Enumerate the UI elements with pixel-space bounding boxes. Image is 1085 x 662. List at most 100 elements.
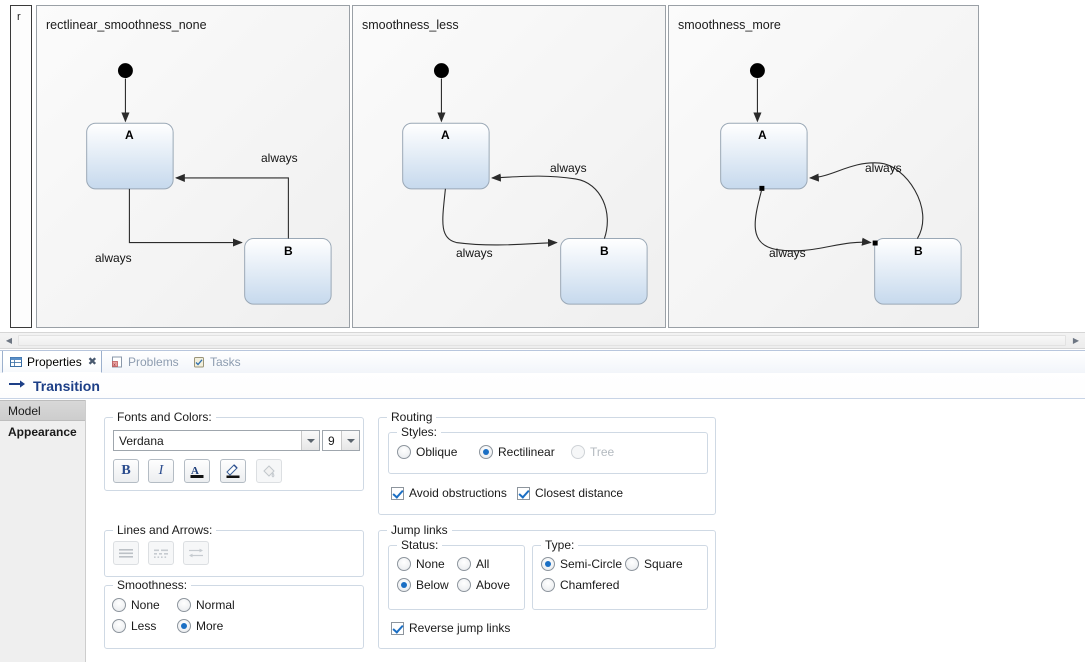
jump-type-radio-chamfered[interactable]: Chamfered bbox=[541, 578, 619, 592]
line-color-button[interactable] bbox=[220, 459, 246, 483]
state-label-b: B bbox=[284, 244, 293, 258]
smoothness-legend: Smoothness: bbox=[113, 578, 191, 592]
jump-type-radio-semi-circle[interactable]: Semi-Circle bbox=[541, 557, 622, 571]
solid-lines-icon bbox=[117, 546, 135, 560]
scroll-left-arrow-icon[interactable]: ◀ bbox=[1, 333, 17, 348]
jump-links-status-legend: Status: bbox=[397, 538, 442, 552]
radio-indicator[interactable] bbox=[541, 557, 555, 571]
checkbox-indicator[interactable] bbox=[517, 487, 530, 500]
font-name-combo[interactable]: Verdana bbox=[113, 430, 320, 451]
jump-status-radio-none[interactable]: None bbox=[397, 557, 445, 571]
chevron-down-icon[interactable] bbox=[341, 431, 359, 450]
close-icon[interactable]: ✖ bbox=[88, 355, 97, 368]
smoothness-radio-more[interactable]: More bbox=[177, 619, 223, 633]
tab-properties-label: Properties bbox=[27, 355, 82, 369]
line-style-solid-button bbox=[113, 541, 139, 565]
radio-indicator[interactable] bbox=[457, 557, 471, 571]
radio-indicator[interactable] bbox=[177, 619, 191, 633]
jump-status-radio-above[interactable]: Above bbox=[457, 578, 510, 592]
jump-status-radio-below[interactable]: Below bbox=[397, 578, 449, 592]
smoothness-radio-less[interactable]: Less bbox=[112, 619, 156, 633]
diagram-editor-area: r rectlinear_smoothness_none bbox=[0, 0, 1085, 332]
smoothness-radio-none[interactable]: None bbox=[112, 598, 160, 612]
routing-oblique-label: Oblique bbox=[416, 445, 457, 459]
collapsed-side-panel[interactable]: r bbox=[10, 5, 32, 328]
pen-icon bbox=[224, 462, 242, 480]
jump-type-semi-circle-label: Semi-Circle bbox=[560, 557, 622, 571]
routing-radio-oblique[interactable]: Oblique bbox=[397, 445, 457, 459]
radio-indicator[interactable] bbox=[457, 578, 471, 592]
chevron-down-icon[interactable] bbox=[301, 431, 319, 450]
arrow-style-button bbox=[183, 541, 209, 565]
smoothness-normal-label: Normal bbox=[196, 598, 235, 612]
closest-distance-checkbox[interactable]: Closest distance bbox=[517, 486, 623, 500]
properties-content-pane: Fonts and Colors: Verdana 9 B I bbox=[86, 400, 1085, 662]
radio-indicator[interactable] bbox=[177, 598, 191, 612]
routing-group: Routing Styles: Oblique Rectilinear Tree bbox=[378, 417, 716, 515]
transition-label-a-to-b: always bbox=[456, 246, 493, 260]
transition-label-b-to-a: always bbox=[550, 161, 587, 175]
bold-button[interactable]: B bbox=[113, 459, 139, 483]
tab-problems[interactable]: x Problems bbox=[104, 351, 182, 373]
editor-horizontal-scrollbar[interactable]: ◀ ▶ bbox=[0, 332, 1085, 349]
fonts-and-colors-legend: Fonts and Colors: bbox=[113, 410, 216, 424]
font-color-icon: A bbox=[188, 462, 206, 480]
radio-indicator[interactable] bbox=[397, 557, 411, 571]
radio-indicator[interactable] bbox=[479, 445, 493, 459]
scrollbar-thumb[interactable] bbox=[18, 335, 1066, 346]
radio-indicator[interactable] bbox=[541, 578, 555, 592]
tab-problems-label: Problems bbox=[128, 355, 179, 369]
checkbox-indicator[interactable] bbox=[391, 622, 404, 635]
checkbox-indicator[interactable] bbox=[391, 487, 404, 500]
jump-type-square-label: Square bbox=[644, 557, 683, 571]
transition-label-a-to-b: always bbox=[95, 251, 132, 265]
scroll-right-arrow-icon[interactable]: ▶ bbox=[1068, 333, 1084, 348]
routing-styles-legend: Styles: bbox=[397, 425, 441, 439]
reverse-jump-links-checkbox[interactable]: Reverse jump links bbox=[391, 621, 510, 635]
arrows-icon bbox=[186, 546, 206, 560]
fill-color-button bbox=[256, 459, 282, 483]
diagram-panel-smoothness-less[interactable]: smoothness_less bbox=[352, 5, 666, 328]
avoid-obstructions-label: Avoid obstructions bbox=[409, 486, 507, 500]
properties-tab-model-label: Model bbox=[8, 404, 41, 418]
smoothness-less-label: Less bbox=[131, 619, 156, 633]
view-tabbar: Properties ✖ x Problems bbox=[0, 351, 1085, 374]
radio-indicator bbox=[571, 445, 585, 459]
routing-tree-label: Tree bbox=[590, 445, 614, 459]
jump-status-all-label: All bbox=[476, 557, 489, 571]
radio-indicator[interactable] bbox=[112, 598, 126, 612]
transition-arrow-icon bbox=[8, 378, 26, 393]
routing-legend: Routing bbox=[387, 410, 436, 424]
tab-tasks[interactable]: Tasks bbox=[186, 351, 250, 373]
properties-tab-appearance-label: Appearance bbox=[8, 425, 77, 439]
properties-tab-appearance[interactable]: Appearance bbox=[0, 421, 85, 442]
avoid-obstructions-checkbox[interactable]: Avoid obstructions bbox=[391, 486, 507, 500]
properties-tab-model[interactable]: Model bbox=[0, 400, 85, 421]
problems-icon: x bbox=[110, 355, 124, 369]
routing-radio-rectilinear[interactable]: Rectilinear bbox=[479, 445, 555, 459]
radio-indicator[interactable] bbox=[397, 445, 411, 459]
reverse-jump-links-label: Reverse jump links bbox=[409, 621, 510, 635]
jump-status-radio-all[interactable]: All bbox=[457, 557, 489, 571]
font-size-combo[interactable]: 9 bbox=[322, 430, 360, 451]
jump-type-radio-square[interactable]: Square bbox=[625, 557, 683, 571]
italic-glyph: I bbox=[159, 463, 164, 479]
diagram-panel-rectlinear-smoothness-none[interactable]: rectlinear_smoothness_none bbox=[36, 5, 350, 328]
font-color-button[interactable]: A bbox=[184, 459, 210, 483]
jump-links-type-group: Type: Semi-Circle Square Chamfered bbox=[532, 545, 708, 610]
italic-button[interactable]: I bbox=[148, 459, 174, 483]
diagram-panel-smoothness-more[interactable]: smoothness_more bbox=[668, 5, 979, 328]
tasks-clipboard-icon bbox=[192, 355, 206, 369]
radio-indicator[interactable] bbox=[112, 619, 126, 633]
jump-status-below-label: Below bbox=[416, 578, 449, 592]
tab-properties[interactable]: Properties ✖ bbox=[2, 351, 102, 373]
page-title: Transition bbox=[33, 378, 100, 394]
smoothness-radio-normal[interactable]: Normal bbox=[177, 598, 235, 612]
radio-indicator[interactable] bbox=[397, 578, 411, 592]
smoothness-group: Smoothness: None Normal Less More bbox=[104, 585, 364, 649]
state-label-a: A bbox=[125, 128, 134, 142]
fonts-and-colors-group: Fonts and Colors: Verdana 9 B I bbox=[104, 417, 364, 491]
lines-and-arrows-group: Lines and Arrows: bbox=[104, 530, 364, 577]
radio-indicator[interactable] bbox=[625, 557, 639, 571]
transition-label-b-to-a: always bbox=[865, 161, 902, 175]
